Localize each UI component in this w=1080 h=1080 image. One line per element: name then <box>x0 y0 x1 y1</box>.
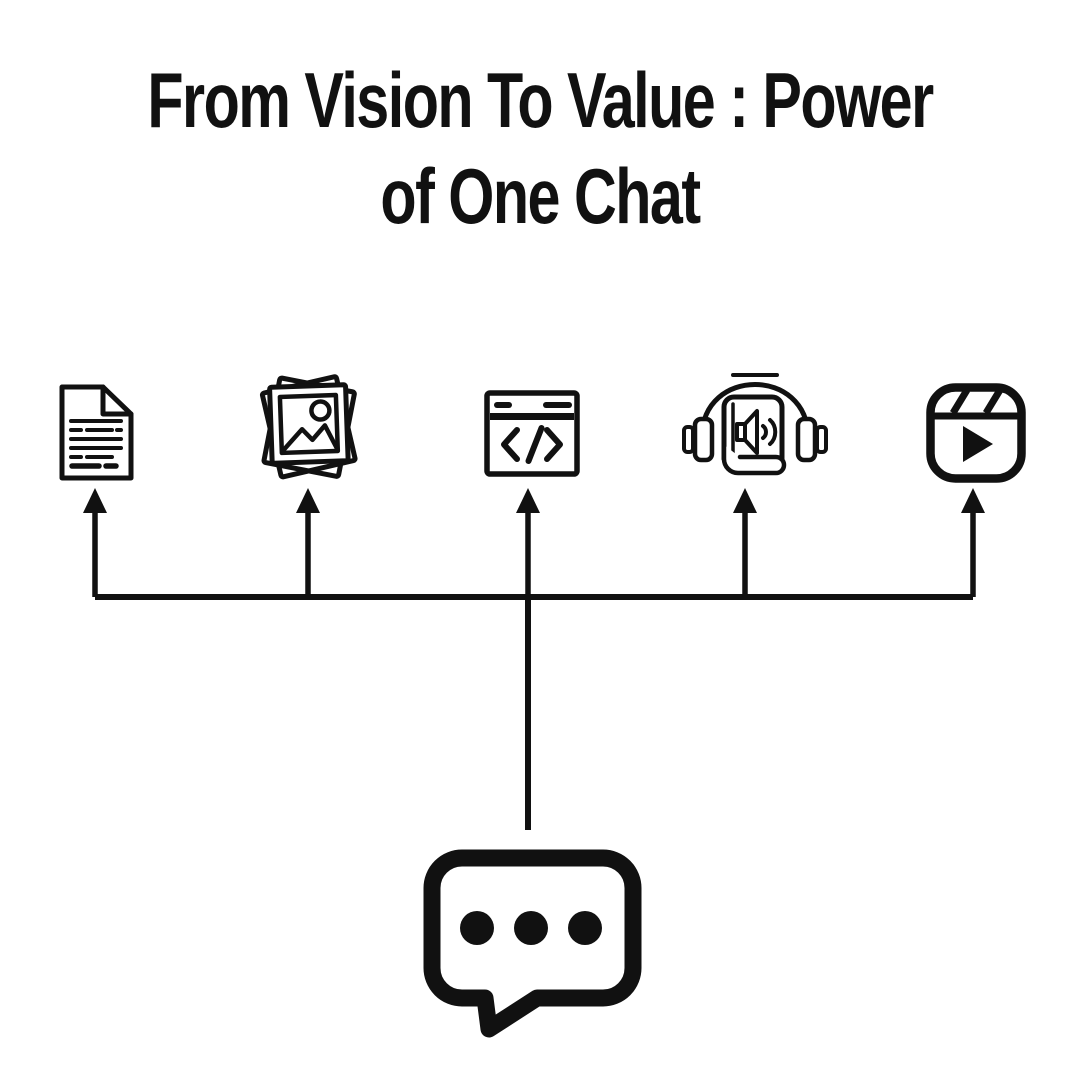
audiobook-icon <box>682 373 828 476</box>
arrow-up-3 <box>516 488 540 597</box>
typing-dot-2 <box>514 911 548 945</box>
title-line-1: From Vision To Value : Power <box>147 56 934 144</box>
arrow-up-5 <box>961 488 985 597</box>
arrow-up-2 <box>296 488 320 597</box>
page-title: From Vision To Value : Power of One Chat <box>0 52 1080 244</box>
photo-stack-icon <box>259 374 358 480</box>
document-icon <box>59 384 134 481</box>
typing-dot-3 <box>568 911 602 945</box>
arrow-up-1 <box>83 488 107 597</box>
connector-lines <box>83 488 985 830</box>
typing-dot-1 <box>460 911 494 945</box>
video-reel-icon <box>926 383 1026 483</box>
title-line-2: of One Chat <box>380 152 701 240</box>
arrow-up-4 <box>733 488 757 597</box>
code-window-icon <box>484 390 580 477</box>
chat-bubble-icon <box>423 849 642 1038</box>
